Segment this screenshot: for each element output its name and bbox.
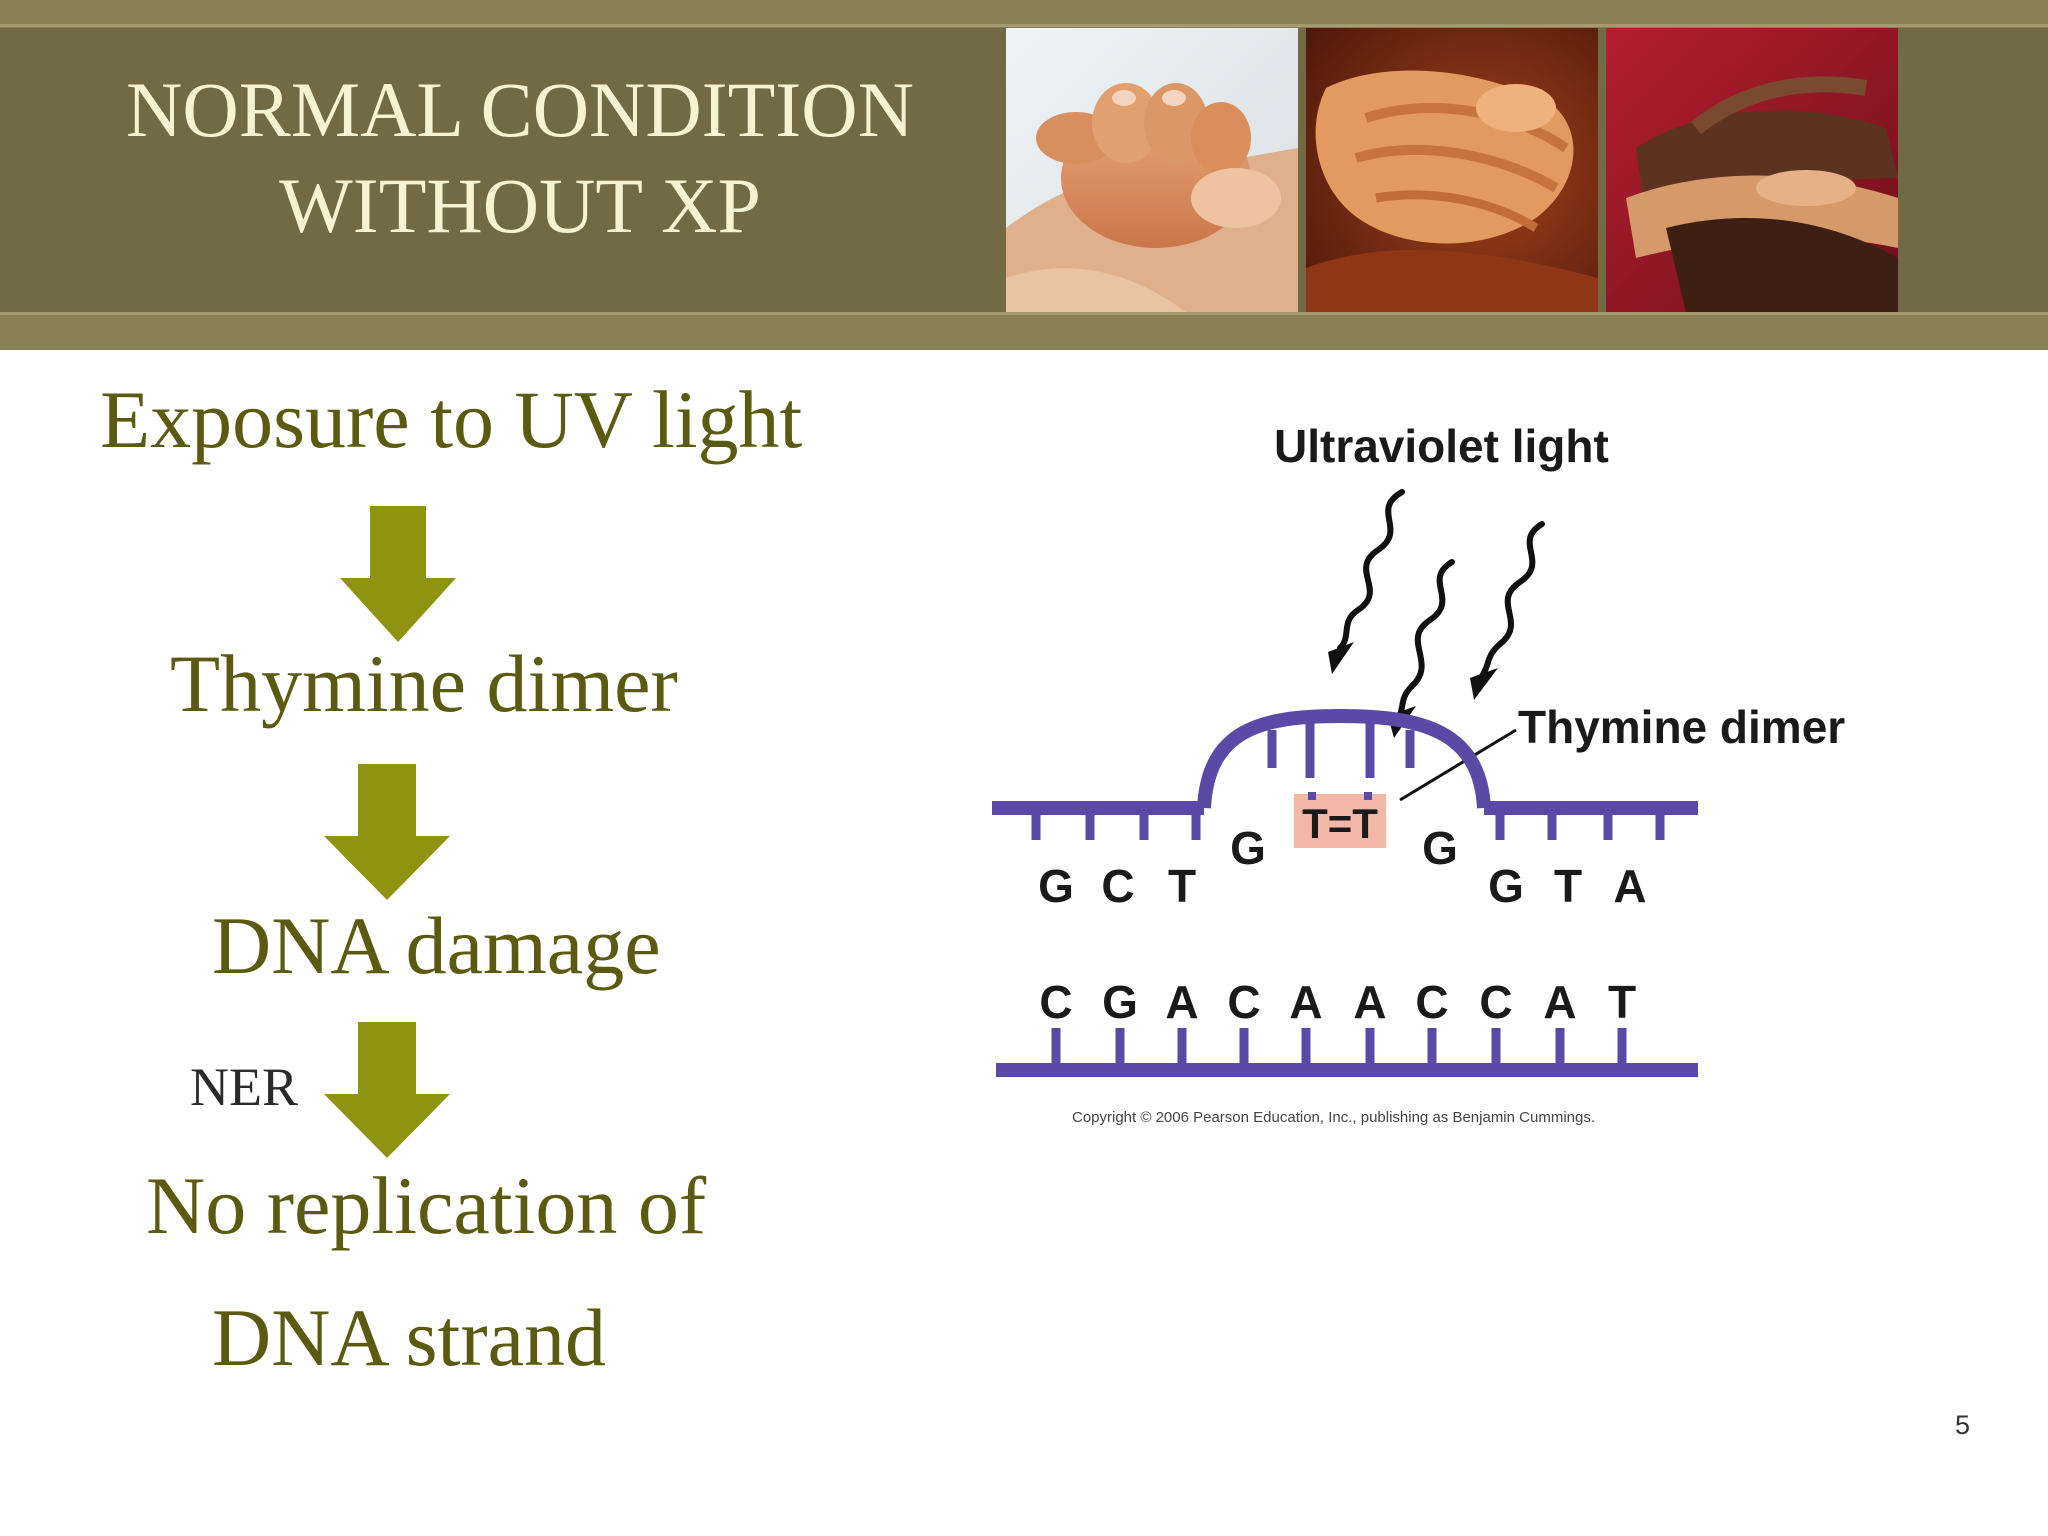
base-letter: T [1608,976,1636,1028]
uv-ray-icons [1337,489,1545,717]
base-letter: C [1101,860,1134,912]
thymine-dimer-diagram: Ultraviolet light Thymine dimer T=T [992,420,1845,1126]
arrowhead-icon [1328,642,1354,674]
flow-step-thymine-dimer: Thymine dimer [170,638,678,729]
base-letter: G [1230,822,1266,874]
flow-step-no-replication-line1: No replication of [146,1160,707,1251]
diagram-copyright: Copyright © 2006 Pearson Education, Inc.… [1072,1109,1595,1126]
uv-ray-icon [1397,559,1455,717]
base-letter: G [1102,976,1138,1028]
base-letter: A [1165,976,1198,1028]
header-band: NORMAL CONDITION WITHOUT XP [0,0,2048,350]
dimer-bases-text: T=T [1302,800,1378,847]
base-letter: C [1039,976,1072,1028]
title-line-2: WITHOUT XP [279,162,761,249]
uv-light-label: Ultraviolet light [1274,420,1609,472]
flow-step-uv-exposure: Exposure to UV light [100,374,803,465]
flow-step-no-replication-line2: DNA strand [212,1292,607,1383]
base-letter: C [1479,976,1512,1028]
base-letter: A [1613,860,1646,912]
title-line-1: NORMAL CONDITION [126,66,914,153]
base-letter: T [1168,860,1196,912]
arrowhead-icon [1470,668,1498,700]
bottom-strand-bases: C G A C A A C C A T [1039,976,1636,1028]
top-strand-ticks [1031,722,1665,840]
base-letter: C [1415,976,1448,1028]
flow-step-dna-damage: DNA damage [212,900,661,991]
uv-ray-icon [1337,489,1405,651]
thymine-dimer-label: Thymine dimer [1518,701,1845,753]
down-arrow-icon [324,1022,450,1158]
base-letter: G [1038,860,1074,912]
header-top-rule [0,24,2048,27]
photo-child-hand [1006,28,1298,312]
down-arrow-icon [340,506,456,642]
base-letter: G [1488,860,1524,912]
dimer-highlight-box [1294,794,1386,848]
header-bottom-rule [0,312,2048,315]
uv-ray-icon [1479,521,1545,679]
base-letter: T [1554,860,1582,912]
base-letter: A [1289,976,1322,1028]
photo-elderly-hands [1306,28,1598,312]
base-letter: C [1227,976,1260,1028]
down-arrow-icon [324,764,450,900]
dimer-leader-line [1399,728,1517,802]
slide-title: NORMAL CONDITION WITHOUT XP [80,62,960,254]
top-strand-bases: G C T G G G T A [1038,822,1647,912]
base-letter: G [1422,822,1458,874]
photo-diverse-hands [1606,28,1898,312]
page-number: 5 [1955,1410,1971,1440]
base-letter: A [1353,976,1386,1028]
ner-label: NER [190,1057,298,1117]
base-letter: A [1543,976,1576,1028]
bottom-strand-ticks [1051,1028,1627,1064]
